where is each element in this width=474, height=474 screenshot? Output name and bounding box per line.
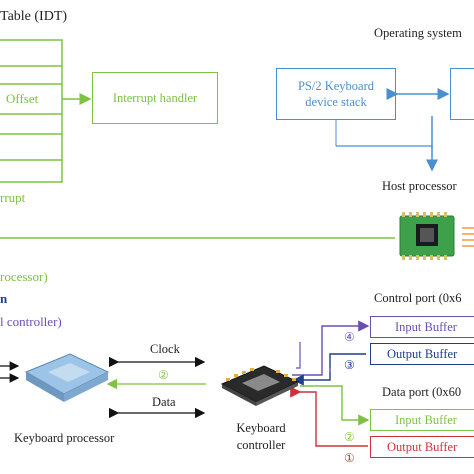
- host-processor-chip-icon: [396, 212, 458, 260]
- host-processor-label: Host processor: [382, 179, 457, 193]
- data-input-buffer: Input Buffer: [370, 409, 474, 431]
- control-output-line: [292, 353, 366, 386]
- step2-label: ②: [344, 430, 355, 444]
- os-title: Operating system: [374, 26, 462, 40]
- offset-label: Offset: [6, 91, 39, 106]
- clock-label: Clock: [150, 342, 180, 356]
- data-output-line: [290, 386, 368, 447]
- data-output-buffer: Output Buffer: [370, 436, 474, 458]
- interrupt-handler-box: Interrupt handler: [92, 72, 218, 124]
- step2-top-label: ②: [158, 368, 169, 382]
- n-label: n: [0, 291, 8, 306]
- step4-label: ④: [344, 330, 355, 344]
- step1-label: ①: [344, 451, 355, 465]
- data-input-buffer-label: Input Buffer: [395, 412, 457, 427]
- control-output-buffer-label: Output Buffer: [387, 346, 458, 361]
- os-box-clipped: [450, 68, 474, 120]
- data-output-buffer-label: Output Buffer: [387, 439, 458, 454]
- data-port-label: Data port (0x60: [382, 385, 462, 399]
- controller-note: l controller): [0, 314, 62, 329]
- data-input-line: [300, 385, 370, 426]
- host-orange-pins: [462, 227, 474, 247]
- idt-title: Table (IDT): [0, 9, 68, 24]
- control-input-buffer: Input Buffer: [370, 316, 474, 338]
- step3-label: ③: [344, 358, 355, 372]
- control-output-buffer: Output Buffer: [370, 343, 474, 365]
- data-label: Data: [152, 395, 176, 409]
- keyboard-processor-label: Keyboard processor: [14, 431, 115, 445]
- processor-note: rocessor): [0, 269, 48, 284]
- keyboard-processor-chip-icon: [20, 350, 112, 406]
- keyboard-controller-label: Keyboard controller: [236, 421, 286, 452]
- idt-table: [0, 39, 63, 183]
- control-input-line: [292, 320, 370, 376]
- interrupt-handler-label: Interrupt handler: [112, 90, 198, 105]
- ps2-stack-box: PS/2 Keyboard device stack: [276, 68, 396, 120]
- keyboard-controller-chip-icon: [218, 364, 300, 408]
- interrupt-label: rrupt: [0, 190, 26, 205]
- ps2-stack-label: PS/2 Keyboard device stack: [297, 78, 375, 109]
- control-port-label: Control port (0x6: [374, 291, 462, 305]
- control-input-buffer-label: Input Buffer: [395, 319, 457, 334]
